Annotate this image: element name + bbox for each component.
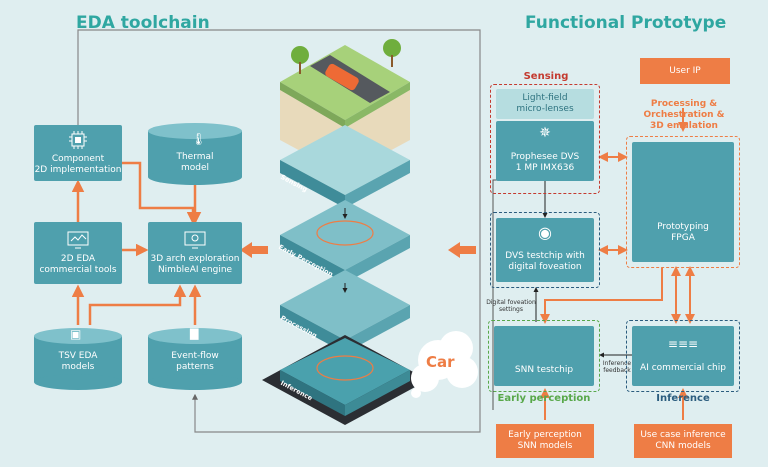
tsv-cylinder	[34, 328, 122, 390]
sensing-heading: Sensing	[523, 71, 569, 82]
functional-prototype-heading: Functional Prototype	[525, 13, 727, 33]
thermal-model-label: Thermal model	[176, 152, 214, 173]
sensing-group	[490, 84, 600, 194]
foveation-settings-label: Digital foveation settings	[486, 299, 536, 313]
user-ip-box: User IP	[640, 58, 730, 84]
bar-chart-icon: ▇	[190, 327, 199, 340]
event-flow-patterns: ▇ Event-flow patterns	[148, 327, 242, 383]
snn-testchip-label: SNN testchip	[514, 365, 574, 375]
fpga-box: Prototyping FPGA	[632, 142, 734, 262]
eda-toolchain-heading: EDA toolchain	[76, 13, 210, 33]
inference-group	[626, 320, 740, 392]
tsv-eda-models: ▣ TSV EDA models	[34, 327, 122, 383]
inference-heading: Inference	[656, 393, 710, 404]
dvs-testchip-label: DVS testchip with digital foveation	[505, 251, 585, 272]
inference-feedback-label: Inference feedback	[602, 360, 632, 374]
eda-2d-box: 2D EDA commercial tools	[34, 222, 122, 284]
arch-3d-box: 3D arch exploration NimbleAI engine	[148, 222, 242, 284]
prophesee-label: Prophesee DVS 1 MP IMX636	[510, 152, 580, 173]
tsv-icon: ▣	[70, 327, 82, 341]
lightfield-label: Light-field micro-lenses	[516, 93, 574, 114]
processing-group	[626, 136, 740, 268]
eventflow-cylinder	[148, 328, 242, 390]
component-2d-label: Component 2D implementation	[34, 154, 122, 175]
dvs-group	[490, 212, 600, 288]
car-cloud	[411, 331, 478, 398]
monitor-gear-icon	[183, 230, 207, 250]
cnn-models-box: Use case inference CNN models	[634, 424, 732, 458]
tsv-eda-label: TSV EDA models	[58, 351, 98, 372]
thermal-cylinder	[148, 123, 242, 185]
ai-chip-box: ≡≡≡ AI commercial chip	[632, 326, 734, 386]
prophesee-box: ✵ Prophesee DVS 1 MP IMX636	[496, 121, 594, 181]
car-label: Car	[426, 353, 455, 371]
lightfield-box: Light-field micro-lenses	[496, 89, 594, 119]
fpga-label: Prototyping FPGA	[657, 222, 709, 243]
thermometer-icon: 🌡	[191, 132, 207, 146]
early-perception-group	[488, 320, 600, 392]
neural-net-icon: ≡≡≡	[667, 336, 699, 351]
monitor-icon	[66, 230, 90, 250]
component-2d-box: Component 2D implementation	[34, 125, 122, 181]
event-flow-label: Event-flow patterns	[171, 351, 219, 372]
snn-testchip-box: SNN testchip	[494, 326, 594, 386]
snn-models-box: Early perception SNN models	[496, 424, 594, 458]
sensor-icon: ✵	[539, 125, 551, 141]
ai-chip-label: AI commercial chip	[640, 362, 726, 373]
arch-3d-label: 3D arch exploration NimbleAI engine	[150, 254, 240, 275]
chip-stack	[262, 39, 428, 425]
thermal-model: 🌡 Thermal model	[148, 132, 242, 180]
eye-icon: ◉	[538, 223, 552, 242]
eda-2d-label: 2D EDA commercial tools	[39, 254, 117, 275]
early-perception-heading: Early perception	[497, 393, 591, 404]
chip-icon	[67, 130, 89, 150]
dvs-testchip-box: ◉ DVS testchip with digital foveation	[496, 218, 594, 282]
processing-heading: Processing & Orchestration & 3D emulatio…	[643, 99, 725, 131]
